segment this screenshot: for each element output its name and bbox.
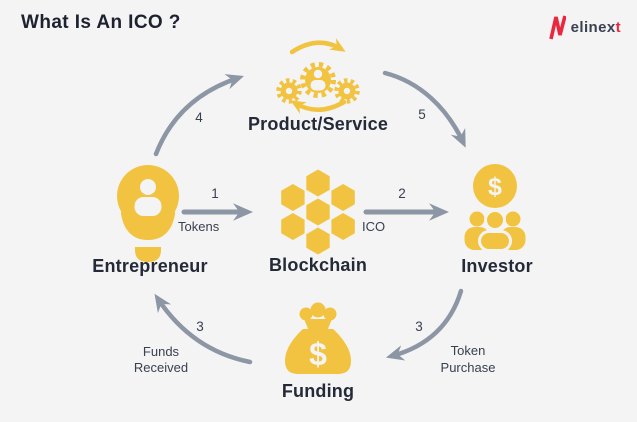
gear-person-head xyxy=(313,69,323,79)
hexagon xyxy=(306,198,330,226)
person-right-head xyxy=(505,211,521,227)
node-product-service: Product/Service xyxy=(248,38,388,134)
arrow-deliver xyxy=(382,70,466,148)
dollar-coin xyxy=(473,164,517,208)
flow-label-token-purchase-2: Purchase xyxy=(441,360,496,375)
bag-knot xyxy=(299,307,313,321)
elinext-logo-icon xyxy=(548,15,566,40)
hexagon xyxy=(331,213,355,240)
gear-right-teeth xyxy=(334,78,360,104)
arrow-funds-received xyxy=(154,293,253,365)
step-number-tokens: 1 xyxy=(211,186,219,201)
step-number-develop: 4 xyxy=(195,110,203,125)
idea-bulb-person-icon xyxy=(117,165,179,262)
bag-knot xyxy=(323,307,337,321)
person-center-head xyxy=(484,209,506,231)
bag-knot xyxy=(310,302,326,318)
gear-person-body xyxy=(310,80,326,91)
flow-label-funds-received-1: Funds xyxy=(143,344,180,359)
gear-center-teeth xyxy=(300,62,336,98)
flow-label-ico: ICO xyxy=(362,219,385,234)
flow-arrows xyxy=(153,70,466,365)
investors-dollar-icon: $ xyxy=(464,164,526,252)
cycle-arrow-top xyxy=(289,38,346,55)
hexagon xyxy=(331,184,355,211)
flow-label-funds-received-2: Received xyxy=(134,360,188,375)
page-title: What Is An ICO ? xyxy=(21,12,181,33)
hexagon-cluster-icon xyxy=(281,169,355,255)
person-left-head xyxy=(469,211,485,227)
hexagon xyxy=(281,213,305,240)
node-blockchain: Blockchain xyxy=(269,169,367,275)
step-number-ico: 2 xyxy=(398,186,406,201)
arrow-develop xyxy=(153,74,244,157)
gear-left-teeth xyxy=(276,78,302,104)
node-investor: $ Investor xyxy=(461,164,533,276)
bag-neck xyxy=(304,319,332,331)
brand-name-accent: t xyxy=(615,18,621,36)
gears-process-icon xyxy=(276,38,360,114)
bag-body xyxy=(285,329,351,374)
person-head xyxy=(140,179,156,195)
gear-right-hole xyxy=(343,87,351,95)
node-label-entrepreneur: Entrepreneur xyxy=(92,256,207,276)
hexagon xyxy=(281,184,305,211)
step-number-deliver: 5 xyxy=(418,107,426,122)
money-bag-icon: $ xyxy=(285,302,351,374)
brand-name-main: elinex xyxy=(570,18,616,36)
flow-label-token-purchase-1: Token xyxy=(451,343,486,358)
node-entrepreneur: Entrepreneur xyxy=(92,165,208,276)
hexagon xyxy=(306,169,330,197)
bulb-taper xyxy=(121,206,175,240)
node-label-blockchain: Blockchain xyxy=(269,255,367,275)
brand-logo: elinext xyxy=(547,14,621,40)
gear-left-hole xyxy=(285,87,293,95)
person-center-body xyxy=(478,230,512,252)
node-label-funding: Funding xyxy=(282,381,354,401)
step-number-token-purchase: 3 xyxy=(415,319,423,334)
bulb-base xyxy=(135,247,161,262)
person-body xyxy=(134,197,162,216)
cycle-arrow-bottom xyxy=(290,99,347,114)
node-label-product-service: Product/Service xyxy=(248,114,388,134)
flow-label-tokens: Tokens xyxy=(178,219,220,234)
brand-name: elinext xyxy=(571,19,621,36)
arrow-token-purchase xyxy=(385,288,464,361)
node-label-investor: Investor xyxy=(461,256,533,276)
step-number-funds-received: 3 xyxy=(196,319,204,334)
node-funding: $ Funding xyxy=(282,302,354,401)
hexagon xyxy=(306,227,330,255)
funding-dollar-sign: $ xyxy=(309,336,327,372)
investor-dollar-sign: $ xyxy=(488,173,502,201)
